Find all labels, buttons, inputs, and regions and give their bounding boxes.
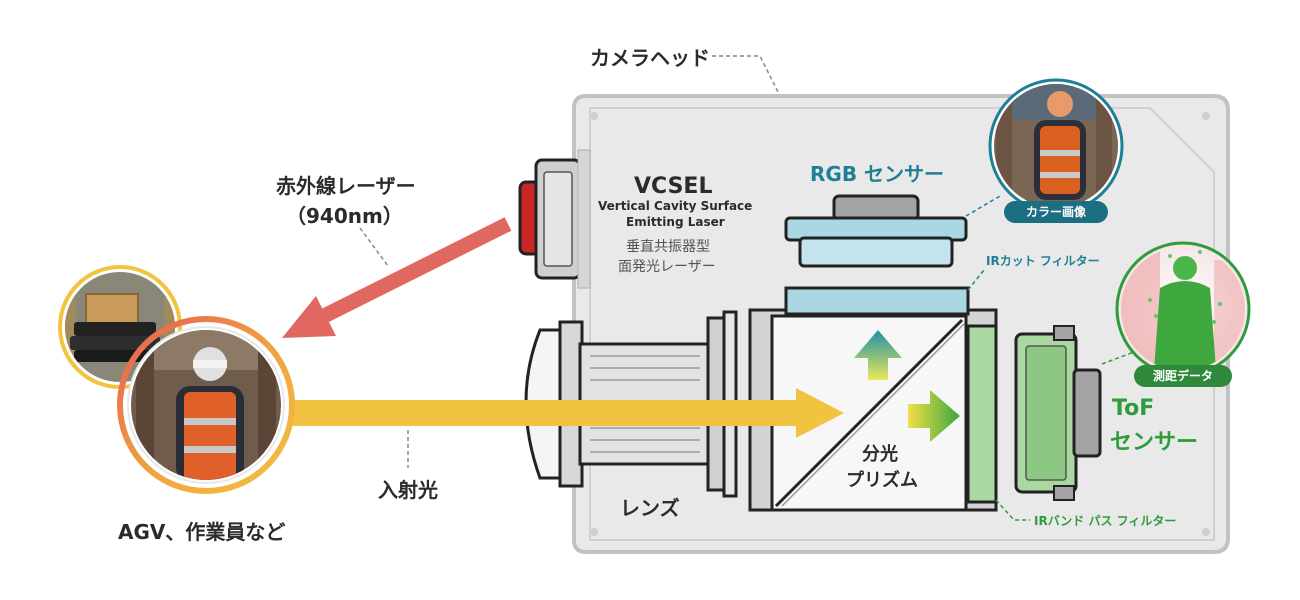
vcsel-title: VCSEL <box>634 174 713 199</box>
tof-sensor <box>1014 325 1102 501</box>
prism-label-line1: 分光 <box>862 444 898 465</box>
ranging-leader <box>1101 351 1135 365</box>
rgb-sensor <box>784 194 968 268</box>
screw <box>590 528 598 536</box>
ir-laser-label: 赤外線レーザー <box>276 174 416 198</box>
vcsel-english-line1: Vertical Cavity Surface <box>598 199 753 213</box>
camera-head-label: カメラヘッド <box>590 46 710 70</box>
vcsel-emitter <box>518 149 591 289</box>
up-arrow-rgb <box>854 330 902 380</box>
color-image-badge: カラー画像 <box>1004 201 1108 223</box>
incident-light-arrow <box>290 388 844 438</box>
rgb-sensor-label: RGB センサー <box>810 162 945 186</box>
tof-depth-data-photo <box>1115 241 1251 377</box>
ir-cut-filter-label: IRカット フィルター <box>986 254 1100 268</box>
screw <box>590 112 598 120</box>
worker-photo <box>117 316 295 494</box>
incident-light-label: 入射光 <box>378 478 438 502</box>
camera-head-leader <box>712 55 779 93</box>
lens-label: レンズ <box>620 496 680 520</box>
ir-bandpass-filter-label: IRバンド パス フィルター <box>1034 514 1177 528</box>
laser-label-leader <box>359 227 389 267</box>
screw <box>1202 528 1210 536</box>
ranging-data-badge: 測距データ <box>1134 365 1232 387</box>
ir-laser-wavelength: （940nm） <box>286 204 403 228</box>
rgb-color-image-photo <box>988 78 1124 214</box>
tof-sensor-label-line2: センサー <box>1110 430 1199 455</box>
vcsel-japanese-line1: 垂直共振器型 <box>626 239 710 255</box>
vcsel-japanese-line2: 面発光レーザー <box>618 259 716 275</box>
vcsel-english-line2: Emitting Laser <box>626 215 725 229</box>
ir-cut-leader <box>967 269 985 291</box>
tof-sensor-label-line1: ToF <box>1112 396 1155 421</box>
prism-label-line2: プリズム <box>846 470 918 491</box>
screw <box>1202 112 1210 120</box>
bandpass-leader <box>995 499 1030 521</box>
infrared-laser-arrow <box>282 217 512 338</box>
agv-workers-label: AGV、作業員など <box>118 520 286 544</box>
right-arrow-tof <box>908 390 960 442</box>
